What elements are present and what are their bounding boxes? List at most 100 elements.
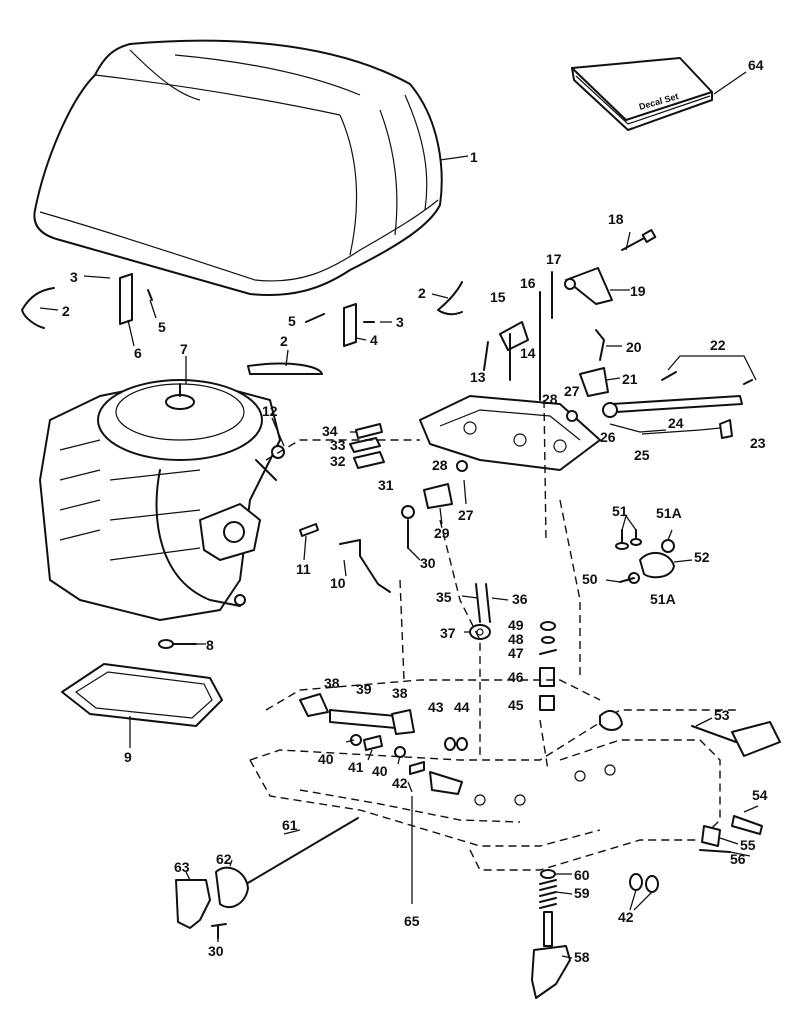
label-40b: 40 (372, 763, 388, 779)
link-15 (499, 321, 529, 351)
label-10: 10 (330, 575, 346, 591)
leader-62 (229, 859, 233, 867)
bushing-38b (391, 709, 415, 735)
bushing-45 (539, 695, 555, 711)
leader-27b (463, 479, 467, 505)
leader-10 (343, 559, 347, 577)
label-32: 32 (330, 453, 346, 469)
leader-21 (605, 377, 621, 381)
leader-41 (367, 749, 373, 761)
motor-cover (33, 39, 443, 296)
label-42b: 42 (618, 909, 634, 925)
label-39: 39 (356, 681, 372, 697)
leader-2a (39, 307, 59, 311)
leader-40a (345, 739, 355, 743)
label-8: 8 (206, 637, 214, 653)
label-53: 53 (714, 707, 730, 723)
leader-3a (83, 275, 111, 279)
handle-63 (175, 879, 211, 929)
label-24: 24 (668, 415, 684, 431)
shaft-61 (235, 817, 359, 891)
lever-58 (531, 945, 571, 999)
label-51a1: 51A (656, 505, 682, 521)
label-12: 12 (262, 403, 278, 419)
label-28a: 28 (542, 391, 558, 407)
nut-31 (401, 505, 415, 519)
label-27b: 27 (458, 507, 474, 523)
clamp-assembly (249, 399, 740, 871)
label-44: 44 (454, 699, 470, 715)
label-34: 34 (322, 423, 338, 439)
bracket-6 (119, 273, 133, 325)
label-61: 61 (282, 817, 298, 833)
label-64: 64 (748, 57, 764, 73)
label-40a: 40 (318, 751, 334, 767)
pad-41 (363, 735, 383, 751)
leader-42b (629, 889, 653, 911)
leader-11 (303, 535, 307, 561)
leader-55 (719, 837, 739, 845)
clamp-screws (691, 721, 781, 853)
leader-2b (285, 349, 289, 367)
washer-60 (540, 869, 556, 879)
handle-53 (731, 721, 781, 757)
bolt-54 (731, 815, 763, 835)
leader-56 (729, 851, 751, 857)
label-47: 47 (508, 645, 524, 661)
leader-64 (713, 71, 747, 95)
shift-parts (615, 529, 675, 584)
label-19: 19 (630, 283, 646, 299)
label-1: 1 (470, 149, 478, 165)
motor-block (39, 379, 285, 621)
label-65: 65 (404, 913, 420, 929)
flywheel (97, 379, 263, 461)
cord-2b (247, 362, 323, 375)
wire-8 (158, 639, 174, 649)
throttle-link (602, 371, 753, 439)
label-60: 60 (574, 867, 590, 883)
label-45: 45 (508, 697, 524, 713)
cord-2c (437, 281, 463, 316)
leader-29 (439, 507, 443, 525)
label-2a: 2 (62, 303, 70, 319)
label-51: 51 (612, 503, 628, 519)
label-58: 58 (574, 949, 590, 965)
label-36: 36 (512, 591, 528, 607)
label-20: 20 (626, 339, 642, 355)
label-56: 56 (730, 851, 746, 867)
label-16: 16 (520, 275, 536, 291)
label-30b: 30 (208, 943, 224, 959)
bushing-55 (701, 825, 721, 847)
shift-lever (531, 869, 659, 999)
label-26: 26 (600, 429, 616, 445)
label-62: 62 (216, 851, 232, 867)
leader-51 (621, 515, 637, 531)
label-13: 13 (470, 369, 486, 385)
leader-4 (355, 337, 367, 341)
label-30a: 30 (420, 555, 436, 571)
leader-54 (743, 805, 759, 813)
decal-set-box: Decal Set (571, 57, 713, 131)
leader-59 (555, 891, 573, 895)
leader-52 (673, 559, 693, 563)
leader-53 (695, 717, 713, 727)
label-33: 33 (330, 437, 346, 453)
left-small-parts (21, 273, 463, 375)
label-55: 55 (740, 837, 756, 853)
label-15: 15 (490, 289, 506, 305)
label-29: 29 (434, 525, 450, 541)
leader-26 (609, 423, 667, 433)
label-23: 23 (750, 435, 766, 451)
cord-2a (21, 287, 55, 329)
pin-11 (299, 523, 319, 537)
leader-58 (561, 955, 573, 959)
label-31: 31 (378, 477, 394, 493)
label-2c: 2 (418, 285, 426, 301)
leader-18 (625, 231, 631, 251)
leader-40b (397, 755, 401, 765)
leader-42a (407, 781, 413, 793)
label-5a: 5 (158, 319, 166, 335)
label-4: 4 (370, 332, 378, 348)
label-3b: 3 (396, 314, 404, 330)
